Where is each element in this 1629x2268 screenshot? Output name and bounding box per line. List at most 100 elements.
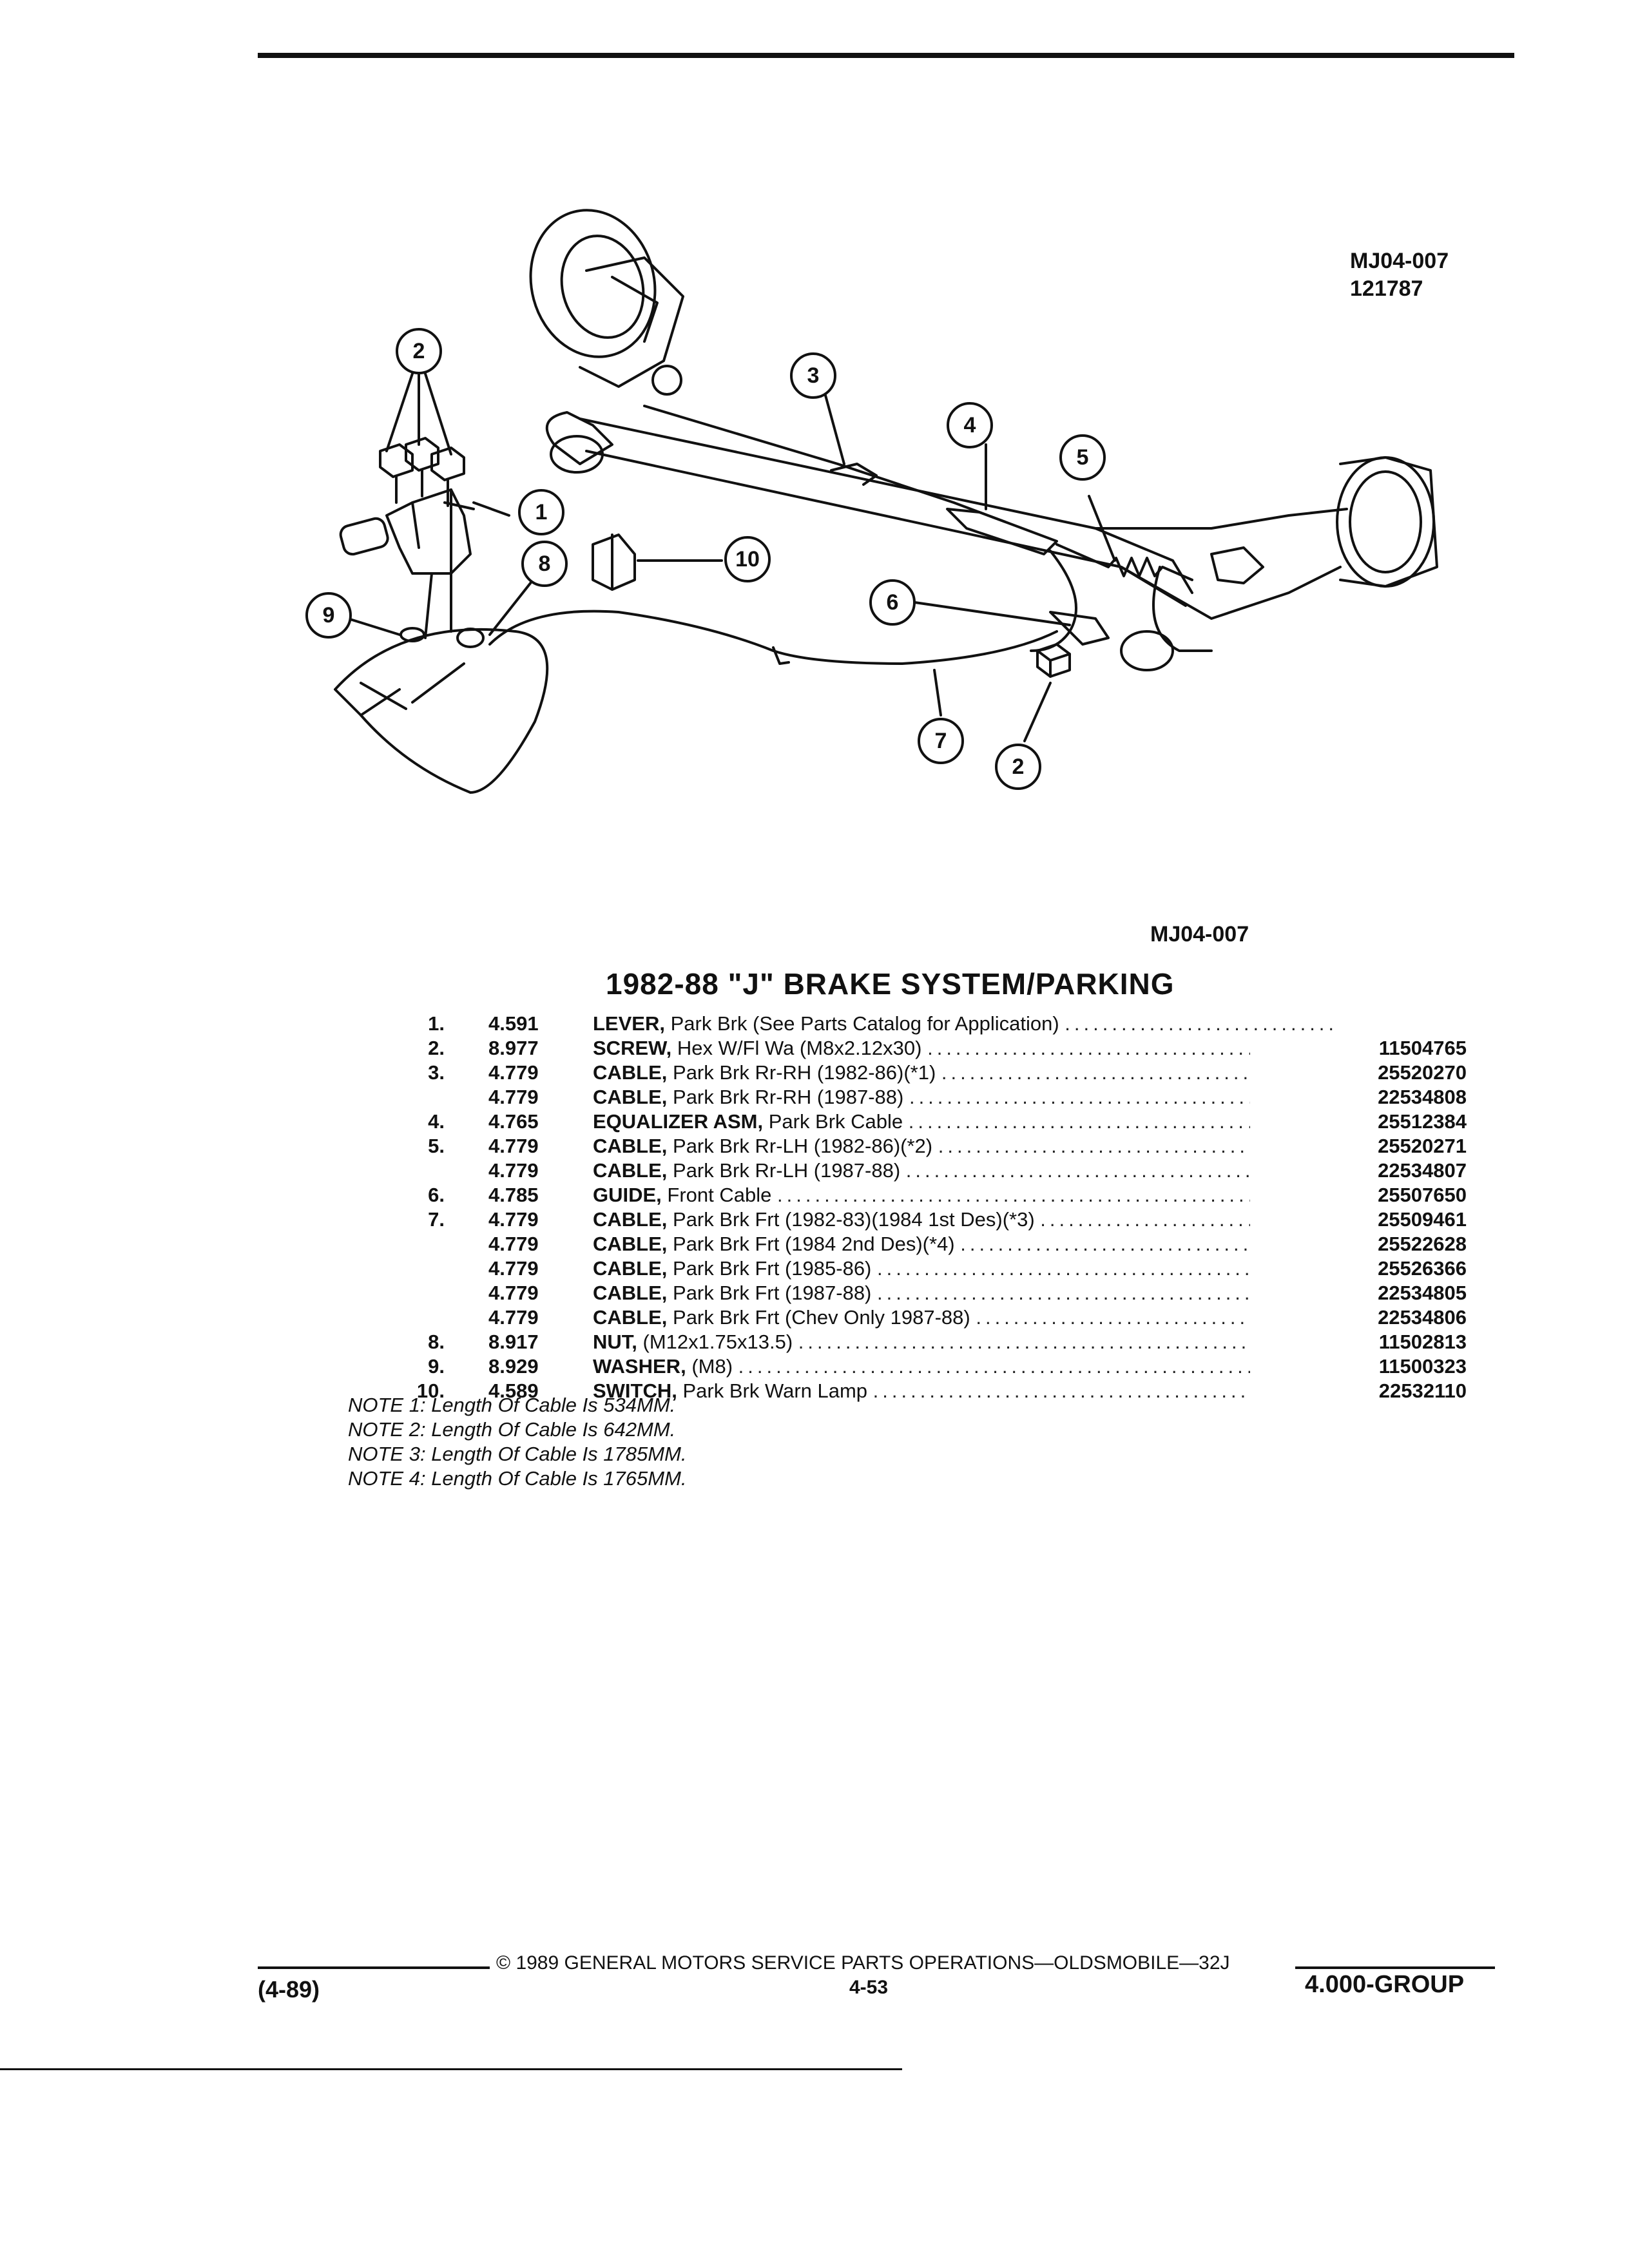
part-number: 22534807 xyxy=(1250,1158,1467,1183)
part-description: NUT, (M12x1.75x13.5) ...................… xyxy=(593,1330,1334,1354)
part-description: CABLE, Park Brk Rr-RH (1987-88) ........… xyxy=(593,1085,1334,1110)
part-number: 25520270 xyxy=(1250,1061,1467,1085)
part-number: 25512384 xyxy=(1250,1110,1467,1134)
part-number: 22532110 xyxy=(1250,1379,1467,1403)
group-number: 4.779 xyxy=(488,1086,539,1108)
floor-pan xyxy=(334,628,549,794)
part-description: CABLE, Park Brk Frt (1984 2nd Des)(*4) .… xyxy=(593,1232,1334,1256)
part-detail: Park Brk Frt (Chev Only 1987-88) xyxy=(673,1306,970,1329)
callout-2-top: 2 xyxy=(413,339,425,363)
park-brake-lever xyxy=(339,488,475,639)
rear-axle-beam xyxy=(545,411,1348,671)
notes: NOTE 1: Length Of Cable Is 534MM.NOTE 2:… xyxy=(348,1393,687,1491)
left-brake-drum xyxy=(529,209,684,396)
group-number: 4.591 xyxy=(488,1012,539,1035)
callout-7: 7 xyxy=(935,729,947,753)
part-description: CABLE, Park Brk Frt (1987-88) ..........… xyxy=(593,1281,1334,1305)
group-number: 4.765 xyxy=(488,1110,539,1133)
nut-8 xyxy=(456,628,485,648)
footer-page-number: 4-53 xyxy=(849,1977,889,1998)
equalizer xyxy=(946,508,1058,555)
part-number: 22534806 xyxy=(1250,1305,1467,1330)
part-detail: Park Brk Rr-LH (1987-88) xyxy=(673,1159,901,1182)
part-number: 25509461 xyxy=(1250,1207,1467,1232)
diagram-caption: MJ04-007 xyxy=(1150,922,1249,947)
rear-cable-lh xyxy=(1055,543,1193,581)
part-detail: Park Brk Cable xyxy=(768,1110,903,1133)
leader-dots: ........................................… xyxy=(798,1331,1334,1353)
note-line: NOTE 3: Length Of Cable Is 1785MM. xyxy=(348,1443,687,1465)
part-name: GUIDE, xyxy=(593,1184,662,1206)
item-number: 5. xyxy=(428,1135,445,1157)
part-detail: (M12x1.75x13.5) xyxy=(642,1331,793,1353)
figure-date: 121787 xyxy=(1350,276,1423,301)
part-name: NUT, xyxy=(593,1331,637,1353)
part-number: 25522628 xyxy=(1250,1232,1467,1256)
callout-5: 5 xyxy=(1077,445,1089,470)
item-number: 4. xyxy=(428,1110,445,1133)
warn-lamp-switch xyxy=(592,533,636,591)
group-number: 4.779 xyxy=(488,1233,539,1255)
part-description: GUIDE, Front Cable .....................… xyxy=(593,1183,1334,1207)
part-description: CABLE, Park Brk Frt (1982-83)(1984 1st D… xyxy=(593,1207,1334,1232)
bottom-rule xyxy=(0,2068,902,2070)
part-number: 11500323 xyxy=(1250,1354,1467,1379)
callout-6: 6 xyxy=(887,590,899,615)
item-number: 8. xyxy=(428,1331,445,1353)
table-row: 4.779 CABLE, Park Brk Rr-RH (1987-88) ...… xyxy=(348,1085,1467,1110)
part-name: SWITCH, xyxy=(593,1379,677,1402)
part-name: CABLE, xyxy=(593,1282,668,1304)
footer-copyright: © 1989 GENERAL MOTORS SERVICE PARTS OPER… xyxy=(496,1952,1230,1974)
group-number: 8.929 xyxy=(488,1355,539,1378)
item-number: 10. xyxy=(416,1379,445,1402)
table-row: 4.779 CABLE, Park Brk Frt (1984 2nd Des)(… xyxy=(348,1232,1467,1256)
part-detail: Park Brk Frt (1987-88) xyxy=(673,1282,872,1304)
callout-1: 1 xyxy=(535,500,548,524)
item-number: 1. xyxy=(428,1012,445,1035)
part-name: LEVER, xyxy=(593,1012,665,1035)
part-description: SWITCH, Park Brk Warn Lamp .............… xyxy=(593,1379,1334,1403)
part-detail: Park Brk Rr-LH (1982-86)(*2) xyxy=(673,1135,933,1157)
item-number: 7. xyxy=(428,1208,445,1231)
group-number: 8.917 xyxy=(488,1331,539,1353)
right-brake-drum xyxy=(1210,456,1438,588)
part-description: CABLE, Park Brk Rr-LH (1987-88) ........… xyxy=(593,1158,1334,1183)
group-number: 4.779 xyxy=(488,1159,539,1182)
group-number: 4.779 xyxy=(488,1061,539,1084)
page-title: 1982-88 "J" BRAKE SYSTEM/PARKING xyxy=(606,967,1175,1001)
part-name: CABLE, xyxy=(593,1135,668,1157)
callout-4: 4 xyxy=(964,413,976,437)
part-number: 22534808 xyxy=(1250,1085,1467,1110)
part-name: SCREW, xyxy=(593,1037,672,1059)
callout-8: 8 xyxy=(539,552,551,576)
callout-3: 3 xyxy=(807,363,820,388)
part-name: CABLE, xyxy=(593,1061,668,1084)
part-detail: Park Brk Rr-RH (1982-86)(*1) xyxy=(673,1061,936,1084)
part-detail: Park Brk Warn Lamp xyxy=(682,1379,868,1402)
part-detail: (M8) xyxy=(691,1355,733,1378)
footer-group: 4.000-GROUP xyxy=(1305,1971,1465,1998)
figure-code: MJ04-007 xyxy=(1350,249,1449,273)
item-number: 2. xyxy=(428,1037,445,1059)
part-number: 25520271 xyxy=(1250,1134,1467,1158)
part-description: SCREW, Hex W/Fl Wa (M8x2.12x30) ........… xyxy=(593,1036,1334,1061)
table-row: 8. 8.917 NUT, (M12x1.75x13.5) ............… xyxy=(348,1330,1467,1354)
part-name: CABLE, xyxy=(593,1257,668,1280)
front-cable-guide xyxy=(1049,611,1110,646)
item-number: 9. xyxy=(428,1355,445,1378)
part-number: 22534805 xyxy=(1250,1281,1467,1305)
part-detail: Front Cable xyxy=(667,1184,772,1206)
part-name: EQUALIZER ASM, xyxy=(593,1110,764,1133)
note-line: NOTE 1: Length Of Cable Is 534MM. xyxy=(348,1394,676,1416)
note-line: NOTE 4: Length Of Cable Is 1765MM. xyxy=(348,1467,687,1490)
